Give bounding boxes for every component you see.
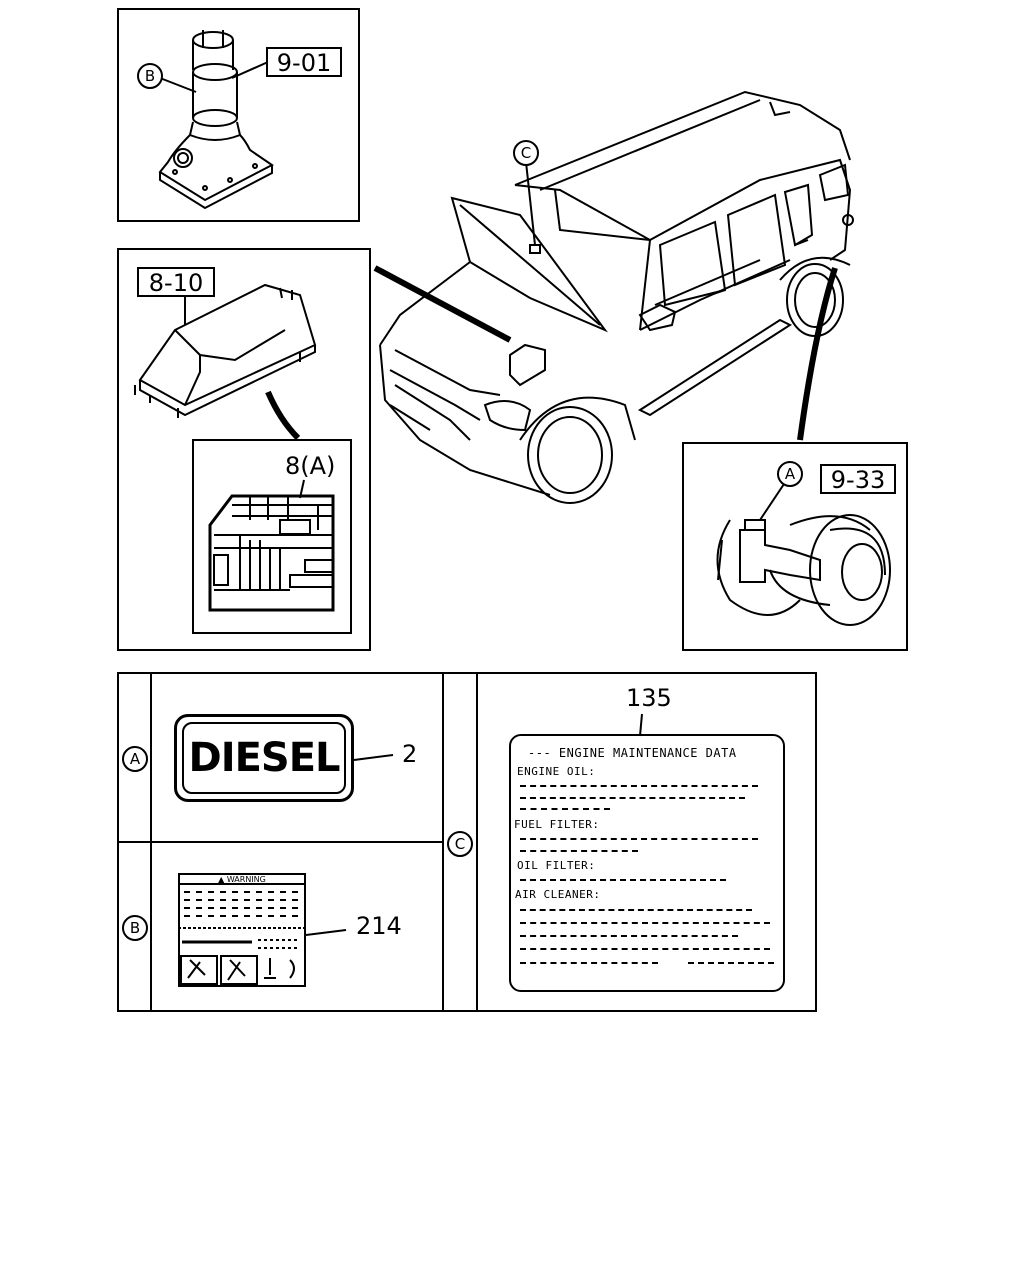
circle-label-c-vehicle: C [513, 140, 539, 166]
circle-label-c-row: C [447, 831, 473, 857]
maintenance-dash-line [520, 785, 758, 787]
circle-label-a-fuel: A [777, 461, 803, 487]
warning-label-title: ▲ WARNING [218, 875, 266, 884]
callout-fuse-label-part: 8(A) [285, 452, 336, 480]
callout-warning-part: 214 [356, 912, 402, 940]
engine-maintenance-label [509, 734, 785, 992]
diesel-label-text: DIESEL [182, 722, 346, 794]
maintenance-dash-line [520, 922, 770, 924]
maintenance-dash-line [520, 797, 745, 799]
maintenance-dash-line [520, 808, 610, 810]
diesel-label: DIESEL [174, 714, 354, 802]
callout-fuel-lid-part: 9-33 [820, 464, 896, 494]
warning-label: ▲ WARNING [178, 873, 306, 987]
circle-label-b: B [137, 63, 163, 89]
maintenance-engine-oil: ENGINE OIL: [517, 765, 596, 778]
maintenance-fuel-filter: FUEL FILTER: [514, 818, 600, 831]
callout-fuse-box-part: 8-10 [137, 267, 215, 297]
maintenance-dash-line [520, 850, 638, 852]
callout-jack-part: 9-01 [266, 47, 342, 77]
maintenance-dash-line [520, 909, 752, 911]
maintenance-oil-filter: OIL FILTER: [517, 859, 596, 872]
maintenance-dash-line [520, 948, 770, 950]
maintenance-title: --- ENGINE MAINTENANCE DATA [528, 746, 737, 760]
maintenance-dash-line [520, 838, 758, 840]
circle-label-a-row: A [122, 746, 148, 772]
fuse-label-panel [192, 439, 352, 634]
maintenance-dash-line [520, 935, 738, 937]
circle-label-b-row: B [122, 915, 148, 941]
maintenance-air-cleaner: AIR CLEANER: [515, 888, 601, 901]
callout-maintenance-part: 135 [626, 684, 672, 712]
maintenance-dash-line [520, 879, 726, 881]
maintenance-dash-line [688, 962, 774, 964]
jack-panel [117, 8, 360, 222]
maintenance-dash-line [520, 962, 658, 964]
callout-diesel-part: 2 [402, 740, 418, 768]
